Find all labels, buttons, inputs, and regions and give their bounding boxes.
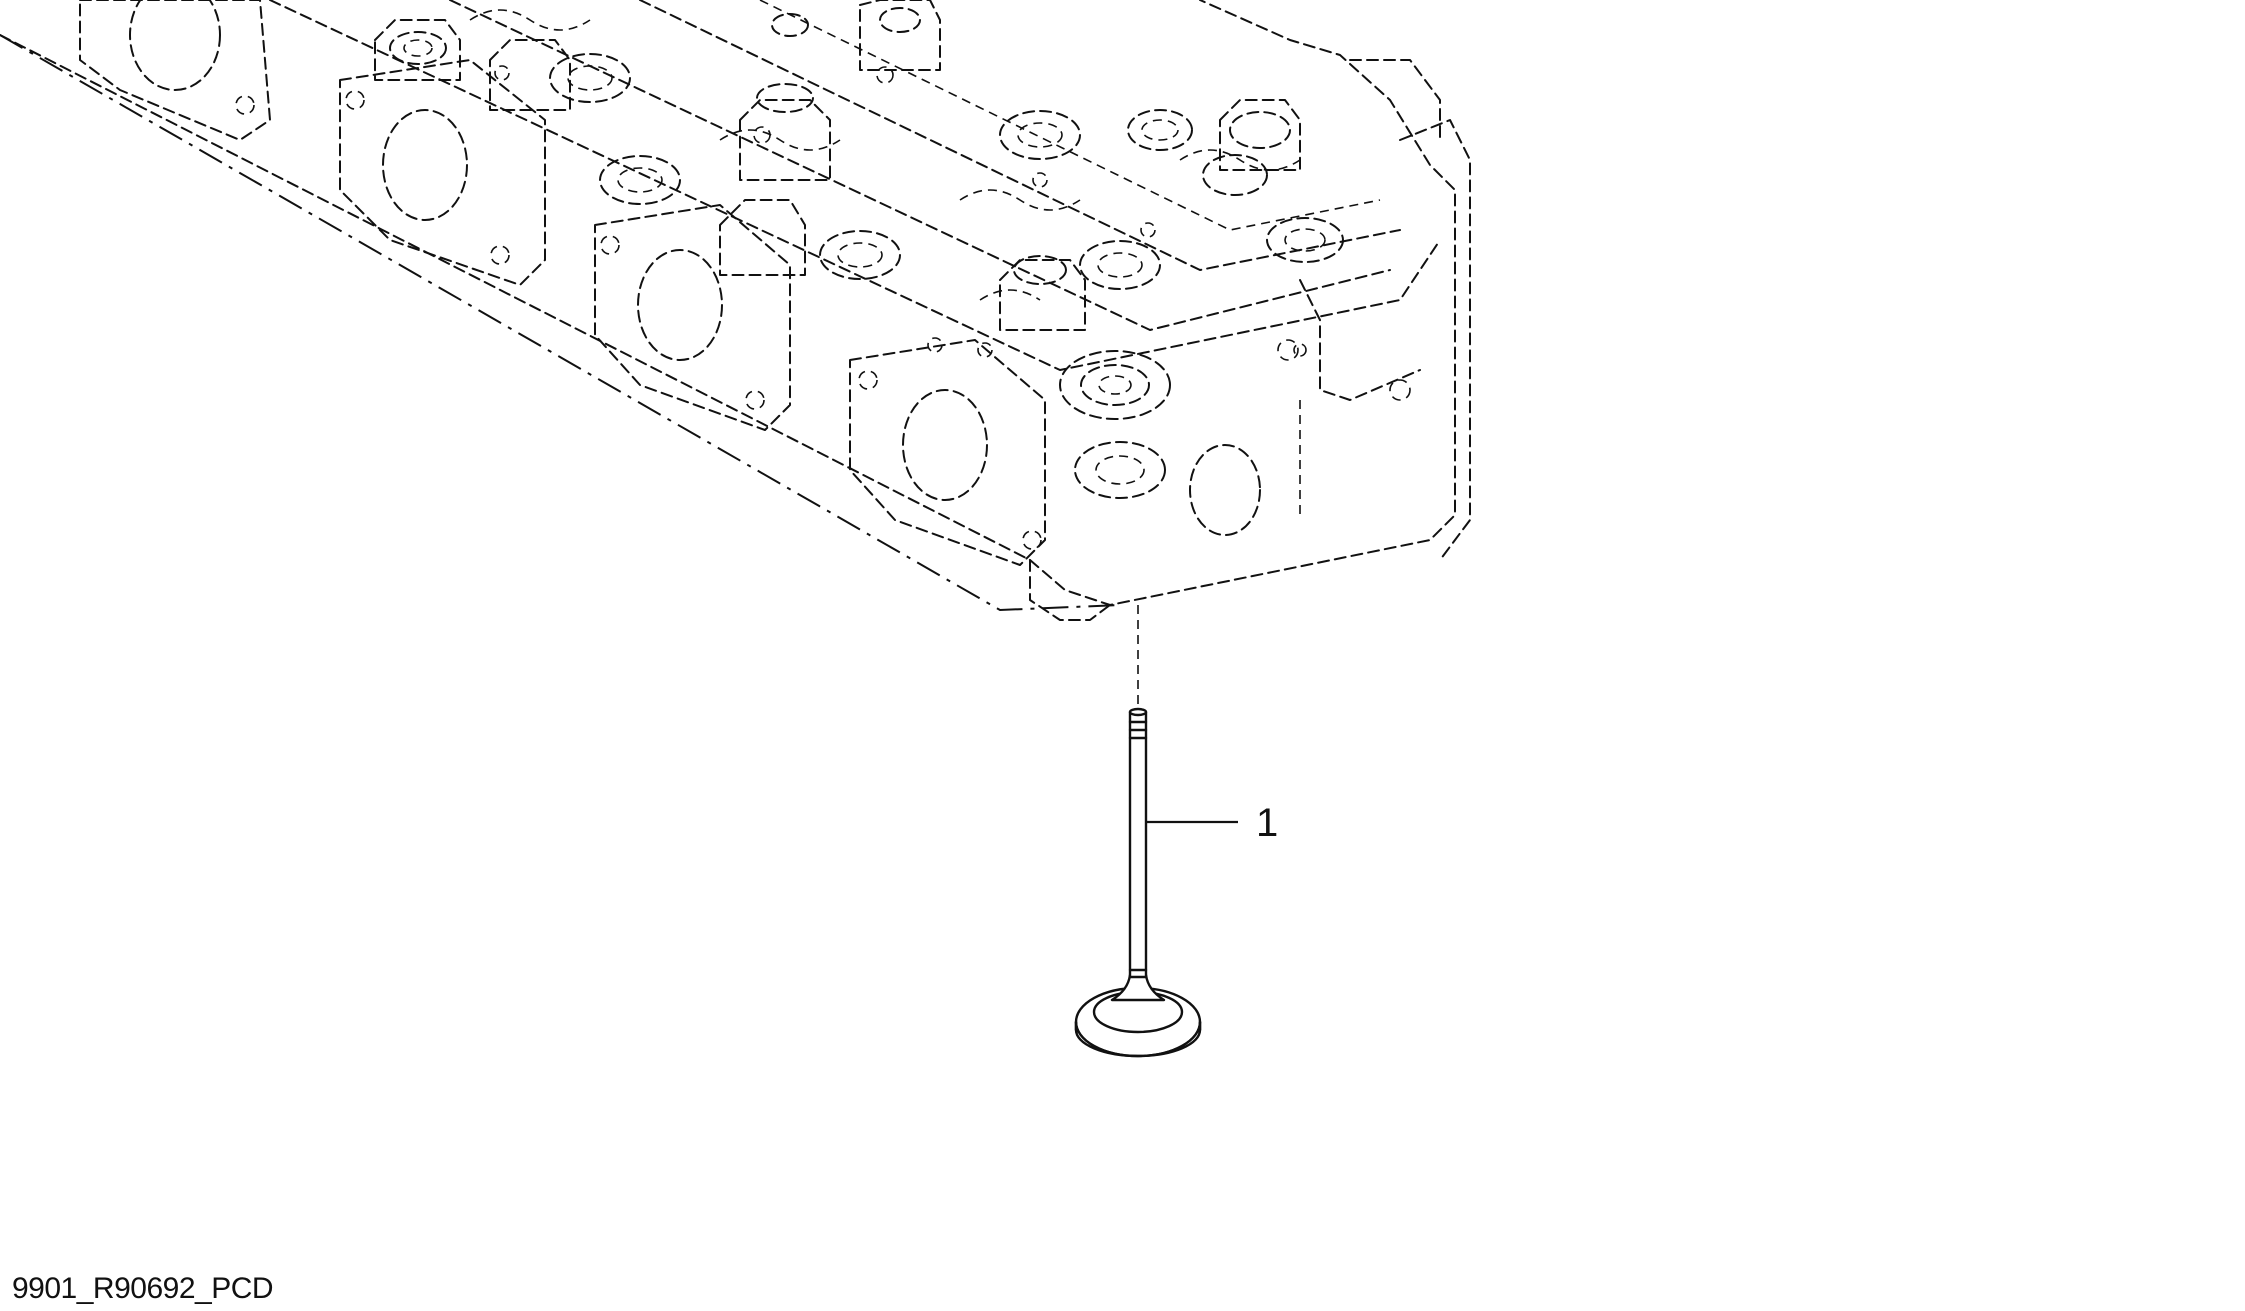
figure-id-label: 9901_R90692_PCD: [12, 1272, 274, 1305]
callout-number: 1: [1256, 801, 1278, 845]
rocker-shaft-detail: [469, 9, 1301, 301]
callout-1[interactable]: 1: [1146, 801, 1278, 845]
valve-bosses: [374, 0, 1344, 499]
port-flanges: [79, 0, 1261, 566]
cylinder-head-phantom: [0, 0, 1471, 621]
engine-valve[interactable]: [1074, 707, 1202, 1058]
